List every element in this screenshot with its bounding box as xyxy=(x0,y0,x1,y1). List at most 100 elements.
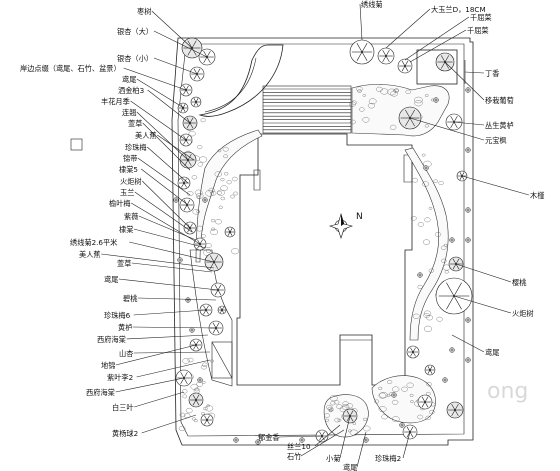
shrub-symbol xyxy=(363,437,369,443)
leader-left xyxy=(129,241,215,263)
leader-bottom xyxy=(339,415,351,459)
leader-left xyxy=(101,253,215,269)
paving-stone xyxy=(194,189,203,196)
leader-left xyxy=(115,344,197,366)
label-left-28: 紫叶李2 xyxy=(107,373,133,382)
leader-right xyxy=(404,16,470,61)
leader-left xyxy=(157,134,195,161)
paving-stone xyxy=(352,422,356,425)
paving-stone xyxy=(423,310,432,316)
label-left-3: 岸边点缀（鸢尾、石竹、盆景） xyxy=(20,64,121,73)
marker-square xyxy=(70,138,83,151)
paving-stone xyxy=(374,399,380,404)
leader-right xyxy=(444,61,485,101)
shrub-symbol xyxy=(391,392,397,398)
tree-symbol xyxy=(406,345,420,359)
label-left-22: 碧桃 xyxy=(123,294,137,303)
label-right-3: 千屈菜 xyxy=(467,26,489,35)
leader-right xyxy=(359,3,363,41)
label-right-1: 大玉兰D，18CM xyxy=(431,5,486,14)
label-right-8: 木槿 xyxy=(530,191,544,200)
terrace-hatch xyxy=(262,85,352,134)
label-left-15: 榆叶梅 xyxy=(109,199,131,208)
label-right-6: 丛生黄栌 xyxy=(485,121,514,130)
paving-stone xyxy=(349,101,356,107)
label-left-16: 紫薇 xyxy=(124,212,138,221)
paving-stone xyxy=(409,393,414,397)
pond xyxy=(198,44,284,117)
leader-right xyxy=(455,263,512,283)
label-right-2: 千屈菜 xyxy=(470,13,492,22)
paving-stone xyxy=(425,415,431,420)
tree-symbol xyxy=(200,413,214,427)
watermark: ong xyxy=(487,379,528,404)
plant-labels: 枣树银杏（大）银杏（小）岸边点缀（鸢尾、石竹、盆景）鸢尾洒金柏3丰花月季连翘萱草… xyxy=(20,0,544,471)
leader-left xyxy=(115,377,185,393)
north-label: N xyxy=(356,212,363,222)
paving-stone xyxy=(392,416,400,422)
label-left-9: 美人蕉 xyxy=(135,131,157,140)
shrub-symbol xyxy=(189,327,195,333)
paving-stone xyxy=(210,190,217,196)
paving-stone xyxy=(392,386,400,393)
paving-stone xyxy=(414,96,423,104)
leader-bottom xyxy=(314,424,341,447)
paving-stone xyxy=(196,193,204,199)
bench-west-diag xyxy=(211,341,233,379)
paving-stone xyxy=(339,406,348,413)
pavilion xyxy=(416,49,458,85)
paving-stone xyxy=(357,89,362,93)
leader-bottom xyxy=(402,431,411,459)
paving-stone xyxy=(201,234,206,238)
paving-stone xyxy=(362,94,366,97)
paving-stone xyxy=(368,98,377,105)
leader-bottom xyxy=(356,431,367,468)
label-left-19: 美人蕉 xyxy=(79,250,101,259)
leader-left xyxy=(131,262,213,273)
leader-left xyxy=(132,326,217,329)
paving-stone xyxy=(199,156,208,163)
paving-stone xyxy=(426,382,432,387)
paving-stone xyxy=(186,191,194,196)
shrub-symbol xyxy=(399,422,405,428)
paving-stone xyxy=(406,382,414,388)
paving-stone xyxy=(218,205,223,209)
leader-left xyxy=(153,30,208,58)
shrub-symbol xyxy=(449,347,455,353)
shrub-symbol xyxy=(433,97,439,103)
label-left-26: 山杏 xyxy=(119,349,133,358)
paving-stone xyxy=(220,178,225,182)
paving-stone xyxy=(359,107,365,112)
label-left-0: 枣树 xyxy=(137,7,151,16)
paving-stone xyxy=(362,117,370,123)
label-left-6: 丰花月季 xyxy=(101,97,130,106)
paving-stone xyxy=(330,401,336,406)
tree-symbol xyxy=(424,364,436,376)
paving-stone xyxy=(233,191,238,196)
paving-stone xyxy=(325,418,330,422)
label-left-20: 萱草 xyxy=(117,259,131,268)
leader-left xyxy=(130,100,187,141)
paving-stone xyxy=(378,406,387,413)
paving-stone xyxy=(182,394,187,399)
paving-stone xyxy=(200,118,206,123)
paving-stone xyxy=(200,365,207,370)
paving-stone xyxy=(426,392,431,396)
label-left-25: 西府海棠 xyxy=(97,335,126,344)
paving-stone xyxy=(192,417,196,421)
paving-stone xyxy=(429,410,435,415)
leader-left xyxy=(133,309,207,316)
paving-stone xyxy=(211,219,216,223)
tree-symbol xyxy=(217,305,227,315)
shrub-symbol xyxy=(465,357,471,363)
paving-stone xyxy=(190,383,199,390)
paving-stone xyxy=(329,395,338,402)
paving-stone xyxy=(417,285,423,289)
paving-stone xyxy=(210,229,218,235)
label-right-7: 元宝枫 xyxy=(485,136,507,145)
paving-stone xyxy=(223,154,228,159)
paving-stone xyxy=(414,100,423,107)
leader-left xyxy=(153,57,198,75)
paving-stone xyxy=(222,146,229,152)
paving-stone xyxy=(393,88,399,93)
